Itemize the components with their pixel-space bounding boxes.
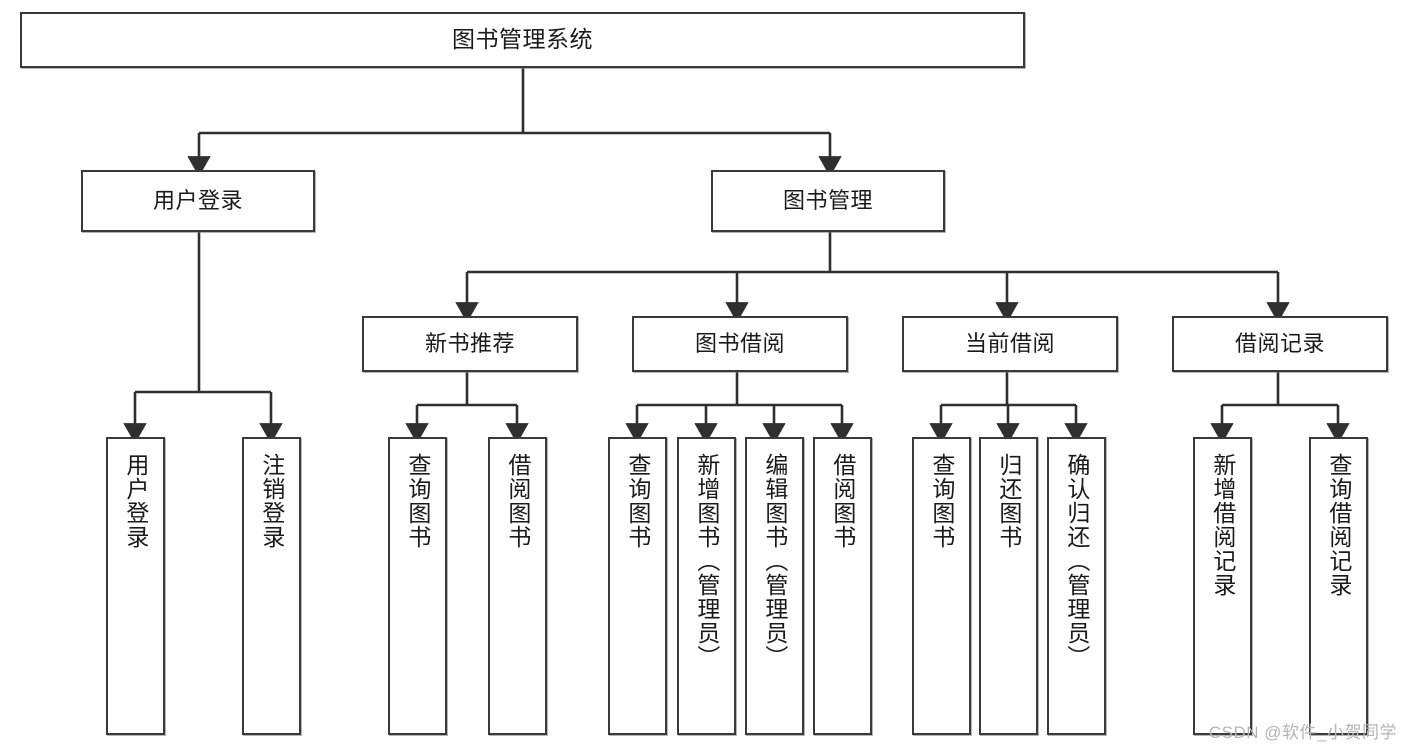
node-book-management[interactable]: 图书管理 — [711, 170, 945, 232]
leaf-cb-confirm-return[interactable]: 确认归还（管理员） — [1047, 437, 1106, 735]
leaf-user-login-label: 用户登录 — [122, 453, 149, 549]
leaf-cb-confirm-return-label: 确认归还（管理员） — [1063, 453, 1090, 669]
leaf-logout-label: 注销登录 — [258, 453, 285, 549]
leaf-bb-query-book[interactable]: 查询图书 — [608, 437, 667, 735]
node-user-login-label: 用户登录 — [152, 188, 243, 214]
leaf-bb-edit-book-label: 编辑图书（管理员） — [761, 453, 788, 669]
node-current-borrow[interactable]: 当前借阅 — [902, 316, 1118, 372]
leaf-bb-add-book[interactable]: 新增图书（管理员） — [677, 437, 736, 735]
node-book-borrow-label: 图书借阅 — [694, 331, 785, 357]
leaf-cb-return-book-label: 归还图书 — [995, 453, 1022, 549]
leaf-nb-borrow-book-label: 借阅图书 — [504, 453, 531, 549]
leaf-cb-return-book[interactable]: 归还图书 — [979, 437, 1038, 735]
node-borrow-record[interactable]: 借阅记录 — [1172, 316, 1388, 372]
node-current-borrow-label: 当前借阅 — [964, 331, 1055, 357]
leaf-logout[interactable]: 注销登录 — [242, 437, 301, 735]
leaf-br-add-record-label: 新增借阅记录 — [1209, 453, 1236, 597]
node-root[interactable]: 图书管理系统 — [20, 12, 1025, 68]
leaf-nb-query-book[interactable]: 查询图书 — [388, 437, 447, 735]
node-book-management-label: 图书管理 — [782, 188, 873, 214]
leaf-br-query-record-label: 查询借阅记录 — [1325, 453, 1352, 597]
leaf-user-login[interactable]: 用户登录 — [106, 437, 165, 735]
leaf-bb-borrow-book-label: 借阅图书 — [829, 453, 856, 549]
node-new-book-recommend-label: 新书推荐 — [424, 331, 515, 357]
leaf-bb-edit-book[interactable]: 编辑图书（管理员） — [745, 437, 804, 735]
leaf-cb-query-book[interactable]: 查询图书 — [912, 437, 971, 735]
leaf-br-add-record[interactable]: 新增借阅记录 — [1193, 437, 1252, 735]
leaf-br-query-record[interactable]: 查询借阅记录 — [1309, 437, 1368, 735]
leaf-nb-query-book-label: 查询图书 — [404, 453, 431, 549]
node-book-borrow[interactable]: 图书借阅 — [632, 316, 848, 372]
leaf-bb-borrow-book[interactable]: 借阅图书 — [813, 437, 872, 735]
node-root-label: 图书管理系统 — [452, 26, 593, 53]
node-user-login[interactable]: 用户登录 — [81, 170, 315, 232]
leaf-nb-borrow-book[interactable]: 借阅图书 — [488, 437, 547, 735]
leaf-bb-query-book-label: 查询图书 — [624, 453, 651, 549]
leaf-cb-query-book-label: 查询图书 — [928, 453, 955, 549]
node-borrow-record-label: 借阅记录 — [1234, 331, 1325, 357]
leaf-bb-add-book-label: 新增图书（管理员） — [693, 453, 720, 669]
node-new-book-recommend[interactable]: 新书推荐 — [362, 316, 578, 372]
